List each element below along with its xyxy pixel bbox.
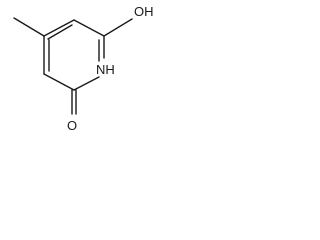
hydroxyl-bond [103,18,133,37]
ring-bond-n1-c2 [73,76,100,91]
hydroxyl-label: OH [134,4,154,19]
ring-bond-c4-c5 [43,19,75,37]
chemical-structure-diagram: OH NH O [13,4,154,133]
carbonyl-oxygen-label: O [67,118,77,133]
ring-bond-c4-c5-inner [47,24,73,40]
ring-nitrogen-label: NH [96,62,115,77]
ring-bond-c2-c3 [43,73,75,91]
ring-bond-c5-c6 [73,19,105,37]
methyl-bond [13,17,45,37]
